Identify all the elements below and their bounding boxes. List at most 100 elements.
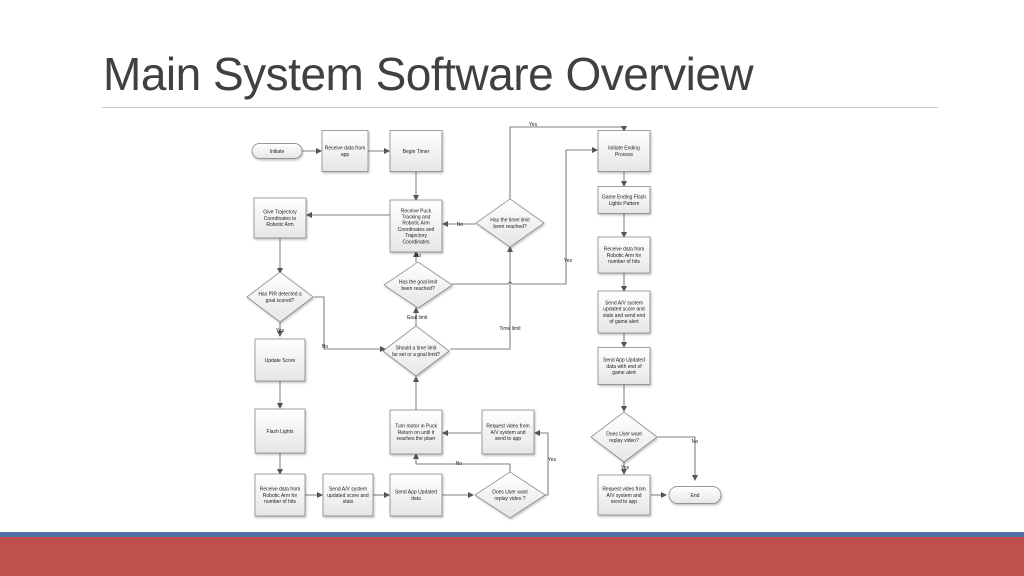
edge-should-timel — [450, 246, 513, 350]
node-label-line: number of hits — [264, 499, 296, 505]
footer-accent-stripe — [0, 532, 1024, 537]
node-flash-lights: Flash Lights — [254, 408, 306, 454]
node-label-line: Has the goal limit — [399, 280, 438, 286]
node-label-line: Receive data from — [604, 247, 645, 253]
node-label-line: Process — [615, 152, 634, 158]
node-label-line: Coordinates and — [398, 227, 435, 233]
node-label-line: Update Score — [265, 358, 296, 364]
node-shape — [246, 271, 314, 323]
edge-pir-no — [314, 296, 386, 352]
node-label-line: stats and send end — [603, 313, 645, 319]
node-shape — [668, 486, 722, 504]
node-label-line: Send A/V system — [329, 487, 367, 493]
node-shape — [597, 186, 651, 214]
edge-label-no-replay-left: No — [456, 461, 463, 467]
node-label-line: Robotic Arm — [402, 221, 429, 227]
node-label-line: Send App Updated — [395, 490, 437, 496]
node-label-line: data with end of — [606, 364, 642, 370]
node-label-line: Send A/V system — [605, 301, 643, 307]
title-divider — [102, 107, 938, 108]
node-shape — [322, 473, 374, 517]
node-shape — [382, 325, 450, 377]
node-shape — [597, 474, 651, 516]
node-label-line: Return on until it — [398, 430, 435, 436]
node-label-line: Receive data from — [325, 146, 366, 152]
node-label-line: Robotic Arm for — [263, 493, 298, 499]
edge-label-no-timel: No — [457, 222, 464, 228]
node-label-line: Lights Pattern — [609, 201, 640, 207]
node-label-line: Has PIR detected a — [258, 292, 302, 298]
node-label-line: Request video from — [602, 487, 645, 493]
node-update-score: Update Score — [254, 338, 306, 382]
node-label-line: send to app — [611, 499, 637, 505]
node-shape — [389, 473, 443, 517]
node-label-line: Robotic Arm for — [607, 253, 642, 259]
node-shape — [474, 471, 546, 519]
node-label-line: Game Ending Flash — [602, 195, 646, 201]
connectors — [277, 126, 698, 498]
node-label-line: Give Trajectory — [263, 210, 297, 216]
node-label-line: A/V system and — [606, 493, 641, 499]
node-label-line: Tracking and — [402, 215, 431, 221]
node-label-line: Receive data from — [260, 487, 301, 493]
node-label-line: Flash Lights — [267, 429, 294, 435]
edge-label-no-replay-right: No — [692, 439, 699, 445]
node-label-line: Does User want — [606, 432, 642, 438]
node-label-line: been reached? — [493, 224, 527, 230]
node-label-line: Initiate Ending — [608, 146, 640, 152]
edge-label-yes-goal: Yes — [564, 258, 573, 264]
node-label-line: send to app — [495, 436, 521, 442]
edge-label-yes-replay-left: Yes — [548, 457, 557, 463]
node-label-line: Coordinates to — [264, 216, 297, 222]
edge-replay-yes — [534, 430, 549, 496]
node-label-line: Turn motor in Puck — [395, 424, 438, 430]
node-label-line: game alert — [612, 370, 636, 376]
edge-timel-yes — [509, 126, 627, 199]
node-label-line: updated score and — [327, 493, 369, 499]
node-label-line: Has the timel limit — [490, 218, 530, 224]
node-label-line: Begin Timer — [403, 149, 430, 155]
node-shape — [389, 130, 443, 172]
node-label-line: Does User want — [492, 490, 528, 496]
node-label-line: Request video from — [486, 424, 529, 430]
edge-label-yes-replay-right: Yes — [621, 465, 630, 471]
node-label-line: replay video? — [609, 438, 639, 444]
node-shape — [590, 411, 658, 463]
node-shape — [389, 199, 443, 253]
node-label-line: updated score and — [603, 307, 645, 313]
node-label-line: Trajectory — [405, 233, 428, 239]
edge-labels: Yes No No Yes Goal limit Time limit Yes … — [276, 122, 698, 471]
node-label-line: End — [691, 493, 700, 499]
node-label-line: been reached? — [401, 286, 435, 292]
node-label-line: be set or a goal limit? — [392, 352, 440, 358]
node-label-line: stats — [343, 499, 354, 505]
node-label-line: app — [341, 152, 350, 158]
edge-label-no-pir: No — [322, 344, 329, 350]
node-label-line: reaches the plaer — [397, 436, 436, 442]
node-begin-timer: Begin Timer — [389, 130, 443, 172]
edge-label-time-limit: Time limit — [499, 326, 521, 332]
node-initiate: Initiate — [251, 143, 303, 159]
edge-replay-right-no — [658, 436, 698, 481]
edge-label-no-goal: No — [415, 253, 422, 259]
footer-band — [0, 537, 1024, 576]
node-label-line: A/V system and — [490, 430, 525, 436]
node-shape — [383, 261, 453, 309]
node-shape — [597, 236, 651, 274]
node-label-line: number of hits — [608, 259, 640, 265]
